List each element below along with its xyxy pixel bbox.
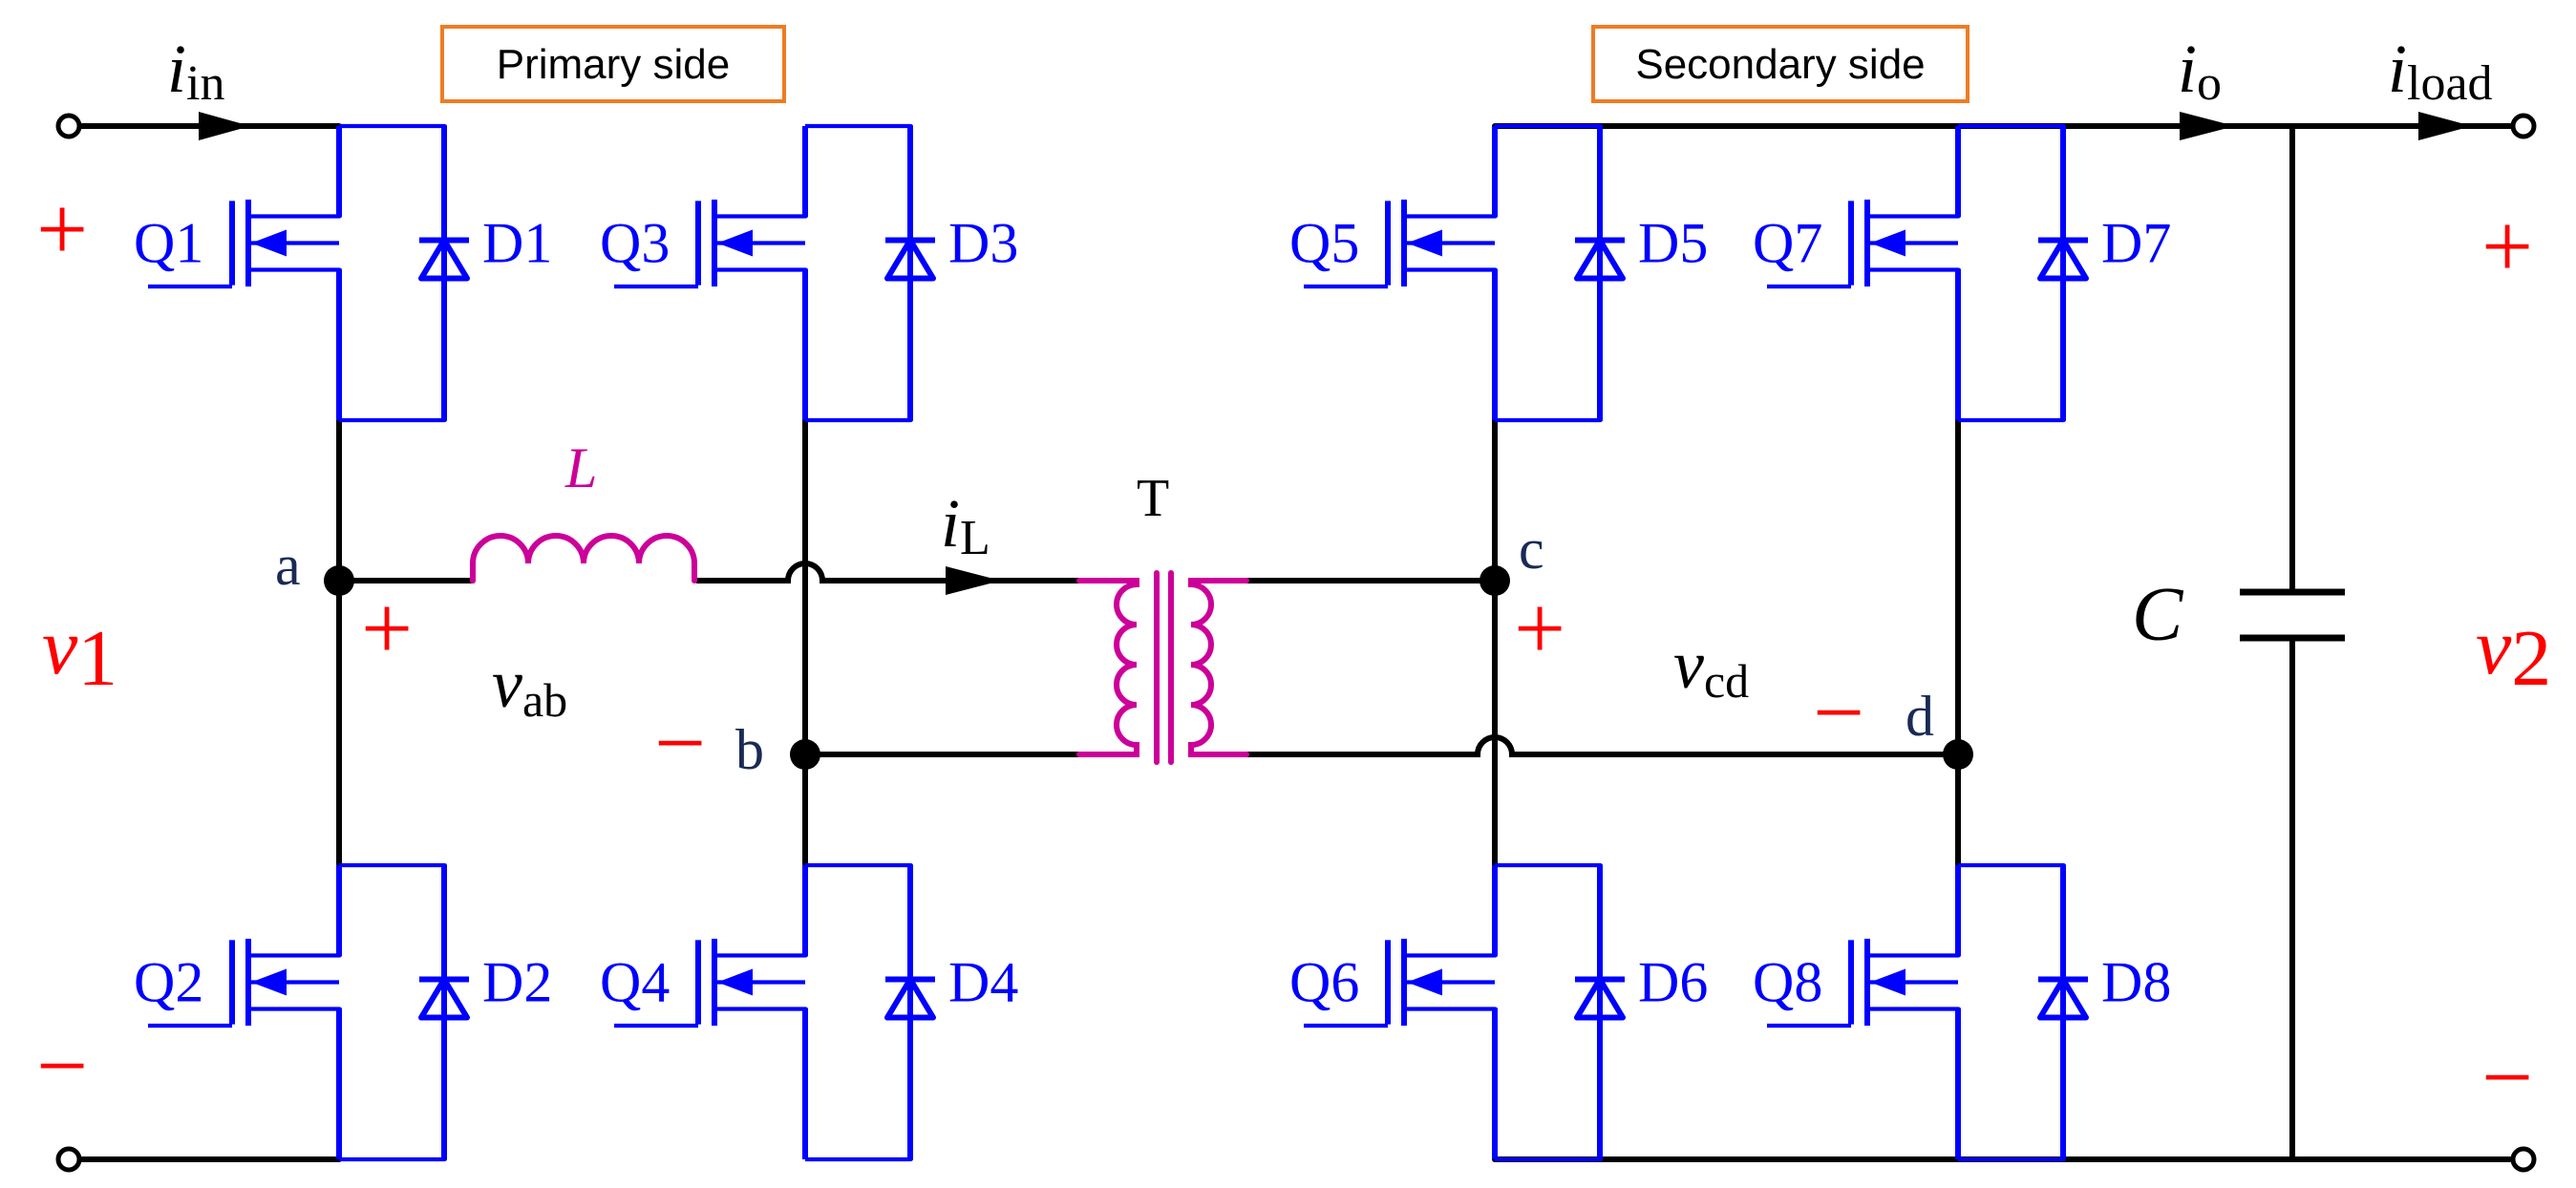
- primary-side-box: [440, 25, 786, 103]
- plus-v2: +: [2481, 195, 2533, 297]
- node-d-dot: [1943, 739, 1973, 770]
- arrow-i-L: [946, 566, 1001, 595]
- mosfet-q5-arrow: [1407, 229, 1442, 257]
- mosfet-q8-arrow: [1870, 968, 1905, 996]
- capacitor-C: [2240, 588, 2345, 642]
- label-v-cd: vcd: [1673, 626, 1749, 708]
- label-d3: D3: [948, 212, 1018, 275]
- primary-side-label: Primary side: [497, 41, 731, 88]
- label-node-d: d: [1905, 685, 1934, 748]
- inductor-L: [470, 533, 697, 583]
- mosfet-q4-arrow: [717, 968, 753, 996]
- node-a-dot: [324, 565, 354, 596]
- label-d7: D7: [2101, 212, 2171, 275]
- diode-d4-symbol: [884, 976, 936, 1021]
- terminal-in-positive: [55, 113, 82, 139]
- label-capacitor: C: [2132, 573, 2184, 657]
- label-v2: v2: [2476, 603, 2551, 703]
- terminals: [55, 113, 2537, 1173]
- label-i-L: iL: [941, 485, 990, 565]
- label-boxes: Primary side Secondary side: [440, 25, 1969, 103]
- mosfet-q6-arrow: [1407, 968, 1442, 996]
- diode-d3-symbol: [884, 237, 936, 282]
- label-q1: Q1: [134, 212, 203, 275]
- arrow-i-o: [2180, 112, 2235, 140]
- polarity-marks: + − + − + − + −: [36, 178, 2533, 1128]
- component-labels: T L C: [564, 436, 2184, 657]
- mosfet-q7-arrow: [1870, 229, 1905, 257]
- diode-d5-symbol: [1574, 237, 1626, 282]
- label-q2: Q2: [134, 951, 203, 1014]
- label-q5: Q5: [1289, 212, 1359, 275]
- label-d1: D1: [482, 212, 552, 275]
- label-d8: D8: [2101, 951, 2171, 1014]
- label-node-a: a: [275, 534, 301, 597]
- minus-v2: −: [2481, 1026, 2533, 1128]
- label-q7: Q7: [1753, 212, 1822, 275]
- node-c-dot: [1480, 565, 1510, 596]
- minus-v-cd: −: [1813, 661, 1864, 763]
- label-d4: D4: [948, 951, 1018, 1014]
- plus-v-ab: +: [361, 577, 413, 679]
- secondary-side-label: Secondary side: [1635, 41, 1925, 88]
- diode-d7-symbol: [2037, 237, 2089, 282]
- diode-d2-symbol: [418, 976, 470, 1021]
- wiring: [77, 123, 2515, 1162]
- label-i-load: iload: [2388, 31, 2493, 111]
- label-q6: Q6: [1289, 951, 1359, 1014]
- arrow-i-in: [199, 112, 250, 140]
- label-node-b: b: [735, 718, 764, 781]
- current-arrows: [199, 112, 2472, 595]
- junctions: [324, 565, 1973, 770]
- label-q8: Q8: [1753, 951, 1822, 1014]
- plus-v-cd: +: [1514, 577, 1565, 679]
- node-labels: a b c d: [275, 518, 1934, 781]
- label-inductor: L: [564, 436, 597, 499]
- diode-d6-symbol: [1574, 976, 1626, 1021]
- label-v-ab: vab: [492, 646, 567, 727]
- label-q4: Q4: [600, 951, 670, 1014]
- voltage-labels: v1 v2 vab vcd: [42, 603, 2551, 727]
- current-labels: iin iL io iload: [167, 31, 2493, 565]
- minus-v-ab: −: [654, 691, 706, 794]
- diode-d8-symbol: [2037, 976, 2089, 1021]
- terminal-in-negative: [55, 1146, 82, 1173]
- device-symbols: [251, 229, 2089, 1021]
- transformer-T: [1076, 570, 1249, 765]
- diode-d1-symbol: [418, 237, 470, 282]
- label-i-o: io: [2178, 31, 2222, 111]
- label-v1: v1: [42, 603, 117, 703]
- label-d5: D5: [1638, 212, 1708, 275]
- label-d2: D2: [482, 951, 552, 1014]
- terminal-out-negative: [2510, 1146, 2537, 1173]
- plus-v1: +: [36, 178, 88, 280]
- mosfet-q2-arrow: [251, 968, 287, 996]
- mosfet-q3-arrow: [717, 229, 753, 257]
- mosfet-q1-arrow: [251, 229, 287, 257]
- label-transformer: T: [1137, 469, 1169, 528]
- arrow-i-load: [2418, 112, 2472, 140]
- minus-v1: −: [36, 1014, 88, 1116]
- terminal-out-positive: [2510, 113, 2537, 139]
- secondary-side-box: [1591, 25, 1969, 103]
- label-d6: D6: [1638, 951, 1708, 1014]
- label-i-in: iin: [167, 31, 224, 111]
- label-q3: Q3: [600, 212, 670, 275]
- label-node-c: c: [1519, 518, 1544, 581]
- node-b-dot: [790, 739, 820, 770]
